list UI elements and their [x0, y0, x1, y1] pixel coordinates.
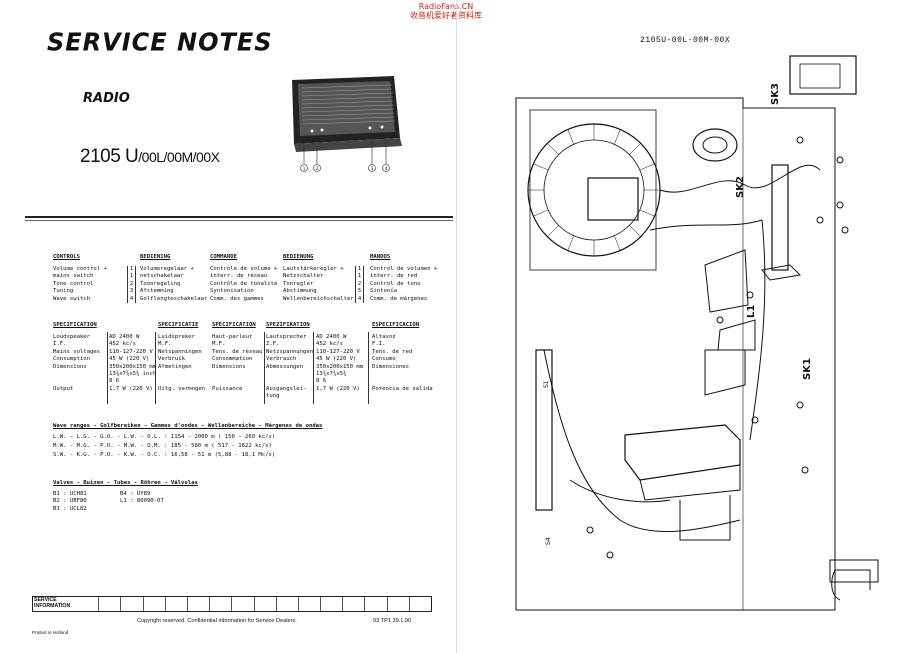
wiring-diagram: SK3 SK2 L1 SK1 S4 S1	[515, 55, 879, 611]
page-divider	[456, 0, 457, 653]
spec-divider-3	[264, 332, 265, 404]
service-information-box: SERVICE INFORMATION	[32, 596, 432, 612]
model-main: 2105 U	[80, 146, 139, 167]
printed-in: Printed in Holland	[32, 630, 69, 635]
s4-label: S4	[545, 537, 552, 545]
svg-text:3: 3	[371, 166, 374, 172]
service-information-label: SERVICE INFORMATION	[34, 597, 71, 609]
spec-header-de: SPEZIFIKATION	[266, 322, 310, 328]
horizontal-rule-thin	[25, 220, 453, 221]
watermark-line-2: 收音机爱好者资料库	[410, 11, 482, 20]
spec-divider-4	[313, 332, 314, 404]
watermark: RadioFans.CN 收音机爱好者资料库	[410, 2, 482, 20]
page-title: SERVICE NOTES	[47, 27, 273, 57]
schematic-title: 2105U-00L-00M-00X	[640, 36, 731, 45]
page-subtitle: RADIO	[83, 91, 130, 106]
svg-text:1: 1	[303, 166, 306, 172]
model-number: 2105 U/00L/00M/00X	[80, 146, 220, 168]
svg-text:4: 4	[385, 166, 388, 172]
wave-row-sw: S.W. - K.G. - P.O. - K.W. - O.C. : 16,58…	[53, 452, 276, 458]
l1-label: L1	[746, 305, 757, 318]
copyright-notice: Copyright reserved. Confidential informa…	[137, 618, 297, 624]
svg-text:2: 2	[316, 166, 319, 172]
spec-header-en: SPECIFICATION	[53, 322, 97, 328]
document-number: 93 TP1 39.1.90	[373, 618, 412, 624]
model-variants: /00L/00M/00X	[138, 149, 220, 165]
controls-header-es: MANDOS	[370, 254, 391, 260]
controls-header-en: CONTROLS	[53, 254, 80, 260]
spec-divider-5	[368, 332, 369, 404]
wave-ranges-header: Wave ranges - Golfbereiken - Gammes d'on…	[53, 423, 323, 429]
spec-divider-2	[155, 332, 156, 404]
spec-header-nl: SPECIFICATIE	[158, 322, 199, 328]
controls-header-fr: COMMANDE	[210, 254, 237, 260]
s1-label: S1	[543, 380, 550, 388]
spec-header-fr: SPECIFICATION	[212, 322, 256, 328]
sk3-label: SK3	[770, 83, 781, 105]
sk1-label: SK1	[802, 358, 813, 380]
valves-header: Valves - Buizen - Tubes - Röhren - Válvu…	[53, 480, 198, 486]
spec-divider-1	[107, 332, 108, 404]
watermark-line-1: RadioFans.CN	[418, 2, 474, 11]
sk2-label: SK2	[735, 176, 746, 198]
spec-header-es: ESPECIFICACION	[372, 322, 420, 328]
horizontal-rule	[25, 216, 453, 218]
radio-illustration: 1 2 3 4	[292, 76, 402, 172]
wave-ranges-rows: L.W. - L.G. - G.O. - L.W. - O.L. : 1154 …	[53, 433, 275, 460]
wave-row-mw: M.W. - M.G. - P.O. - M.W. - O.M. : 185 -…	[53, 443, 272, 449]
controls-header-nl: BEDIENING	[140, 254, 171, 260]
wave-row-lw: L.W. - L.G. - G.O. - L.W. - O.L. : 1154 …	[53, 434, 276, 440]
controls-header-de: BEDIENUNG	[283, 254, 314, 260]
